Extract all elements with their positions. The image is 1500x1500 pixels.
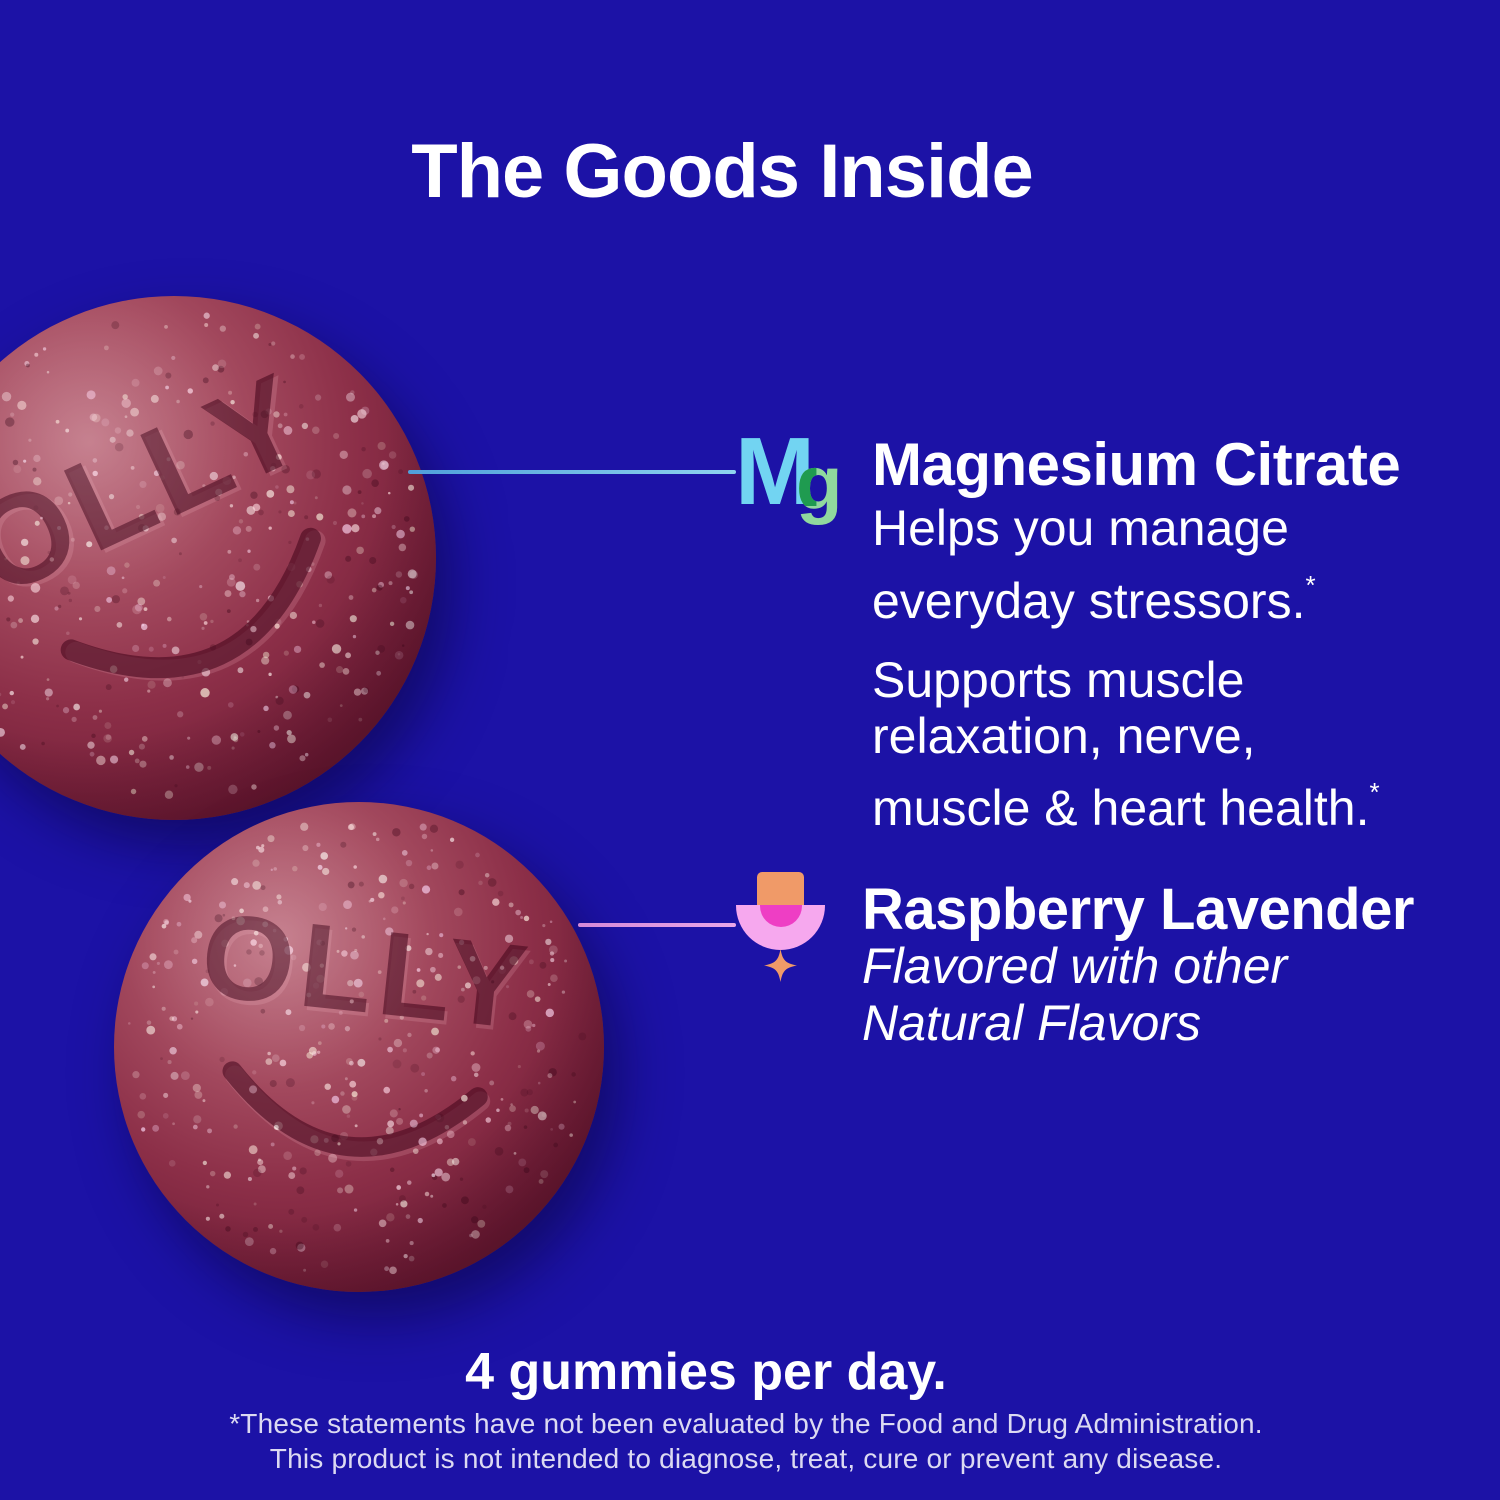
flower-stem-block [757, 872, 804, 906]
magnesium-symbol-icon: M g g [735, 424, 847, 532]
footnote-marker: * [1305, 570, 1316, 600]
benefit1-line1: Helps you manage [872, 500, 1289, 556]
benefit1-line2: everyday stressors. [872, 573, 1306, 629]
gummy-texture-bottom: OLLY OLLY [128, 822, 587, 1275]
benefit2-line2: relaxation, nerve, [872, 708, 1256, 764]
magnesium-heading: Magnesium Citrate [872, 431, 1401, 498]
fda-disclaimer: *These statements have not been evaluate… [0, 1406, 1492, 1476]
dosage-text: 4 gummies per day. [465, 1343, 947, 1401]
flavor-line1: Flavored with other [862, 938, 1288, 994]
magnesium-benefit-1: Helps you manage everyday stressors.* [872, 500, 1316, 630]
callout-line-flavor [578, 923, 736, 927]
flavor-subtext: Flavored with other Natural Flavors [862, 938, 1287, 1052]
benefit2-line1: Supports muscle [872, 652, 1245, 708]
sparkle-icon [764, 949, 797, 982]
mg-letter-g: g [796, 441, 843, 526]
flower-center [760, 905, 802, 927]
mg-letter-g-overlap: g [796, 441, 843, 526]
gummy-emboss-logo: OLLY [195, 888, 538, 1055]
mg-letter-m: M [735, 418, 815, 525]
disclaimer-line2: This product is not intended to diagnose… [269, 1443, 1223, 1474]
flavor-heading: Raspberry Lavender [862, 877, 1414, 942]
lavender-flower-icon [736, 871, 826, 982]
footnote-marker: * [1369, 777, 1380, 807]
callout-line-magnesium [408, 470, 736, 474]
gummy-photo-top: OLLY OLLY [0, 296, 436, 820]
magnesium-benefit-2: Supports muscle relaxation, nerve, muscl… [872, 652, 1380, 836]
disclaimer-line1: *These statements have not been evaluate… [229, 1408, 1263, 1439]
flavor-line2: Natural Flavors [862, 995, 1201, 1051]
gummy-smile [60, 527, 321, 679]
benefit2-line3: muscle & heart health. [872, 780, 1370, 836]
gummy-smile [222, 1061, 488, 1157]
page-title: The Goods Inside [411, 129, 1034, 214]
gummy-texture-top: OLLY OLLY [0, 312, 418, 799]
gummy-photo-bottom: OLLY OLLY [114, 802, 604, 1292]
